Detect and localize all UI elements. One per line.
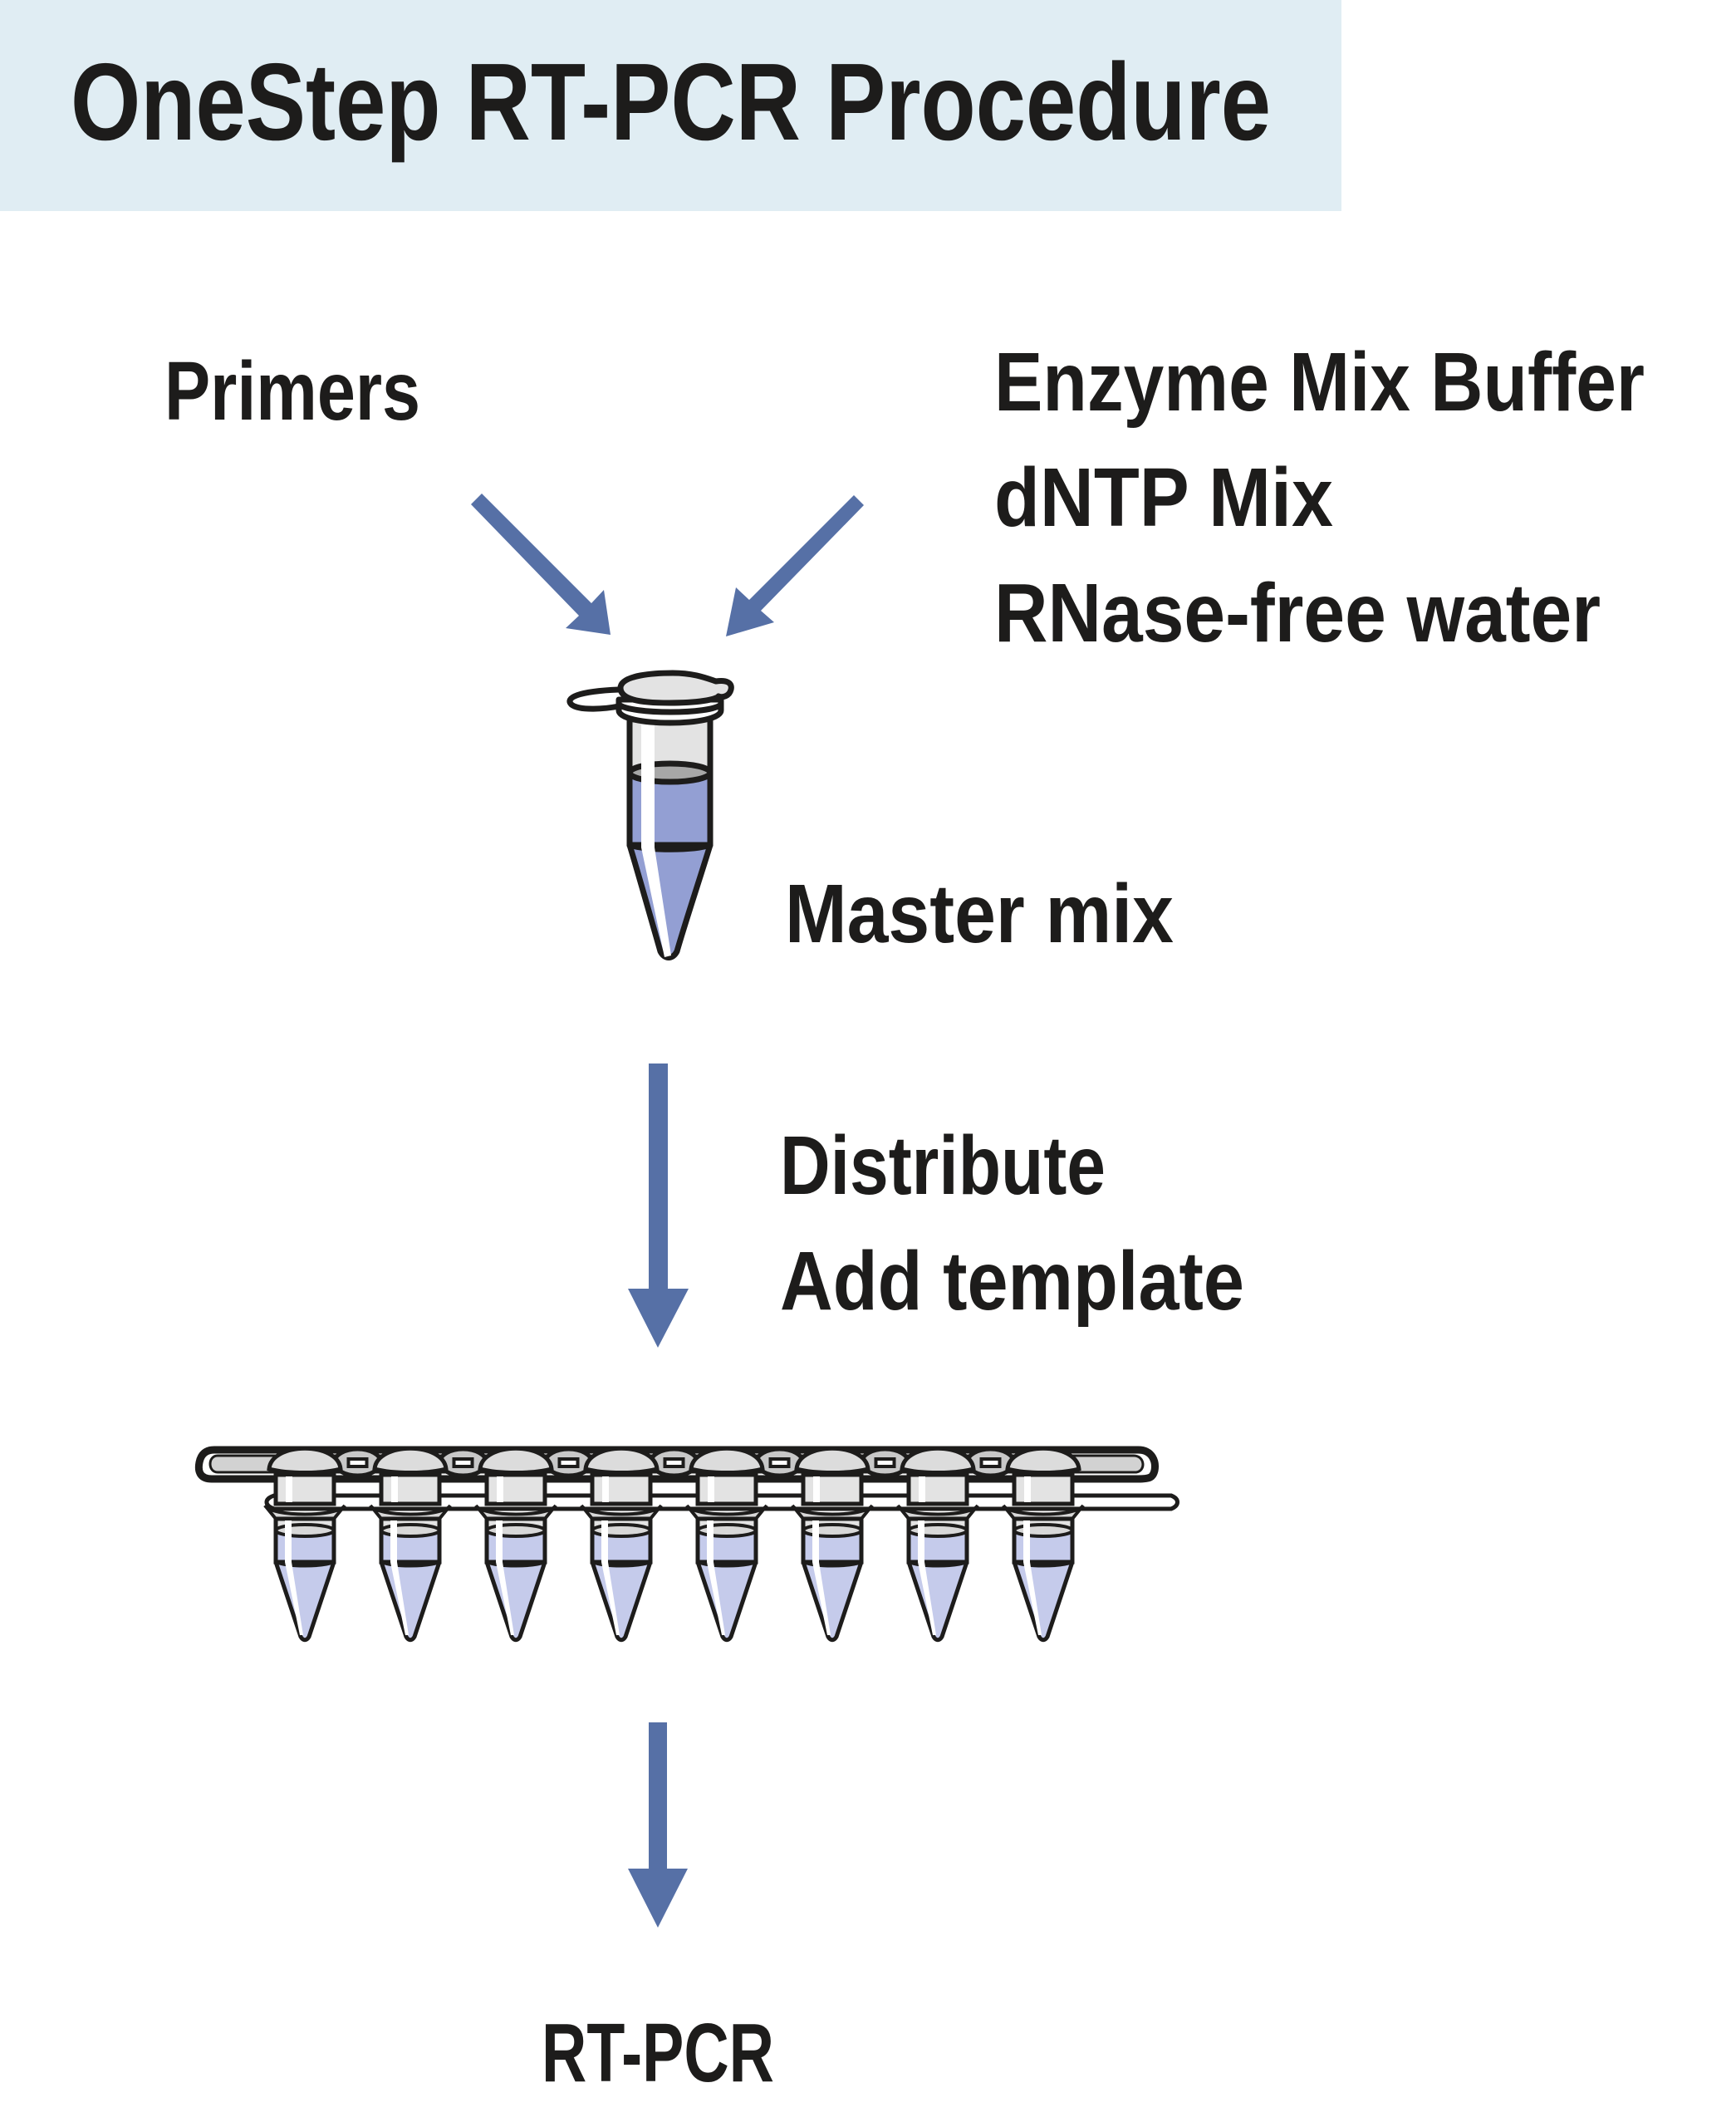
arrow-down-rt-pcr [628,1722,688,1928]
master-mix-label: Master mix [785,867,1174,960]
add-template-label: Add template [780,1235,1244,1328]
strip-tube [1002,1446,1085,1643]
strip-connector-hole [979,1457,1002,1468]
header-band [0,0,1341,211]
strip-tube [791,1446,874,1643]
distribute-label: Distribute [780,1119,1106,1212]
strip-connector-hole [557,1457,580,1468]
dntp-mix-label: dNTP Mix [994,451,1333,544]
strip-tube [474,1446,557,1643]
arrow-down-distribute [628,1064,689,1348]
rt-pcr-label: RT-PCR [542,2007,774,2100]
strip-tube [685,1446,768,1643]
rnase-free-water-label: RNase-free water [994,567,1601,660]
strip-connector-hole [452,1457,474,1468]
strip-tube [580,1446,663,1643]
arrow-right-diagonal [726,495,864,636]
strip-tube [263,1446,346,1643]
arrow-left-diagonal [471,494,611,635]
strip-tube [369,1446,452,1643]
primers-label: Primers [164,345,420,438]
master-mix-tube-icon [566,670,734,960]
strip-connector-hole [663,1457,685,1468]
page-title: OneStep RT-PCR Procedure [71,41,1271,163]
strip-connector-hole [768,1457,791,1468]
strip-tube [896,1446,979,1643]
strip-connector-hole [346,1457,369,1468]
enzyme-mix-buffer-label: Enzyme Mix Buffer [994,336,1645,429]
pcr-strip-tubes-icon [194,1446,1179,1643]
strip-connector-hole [874,1457,896,1468]
